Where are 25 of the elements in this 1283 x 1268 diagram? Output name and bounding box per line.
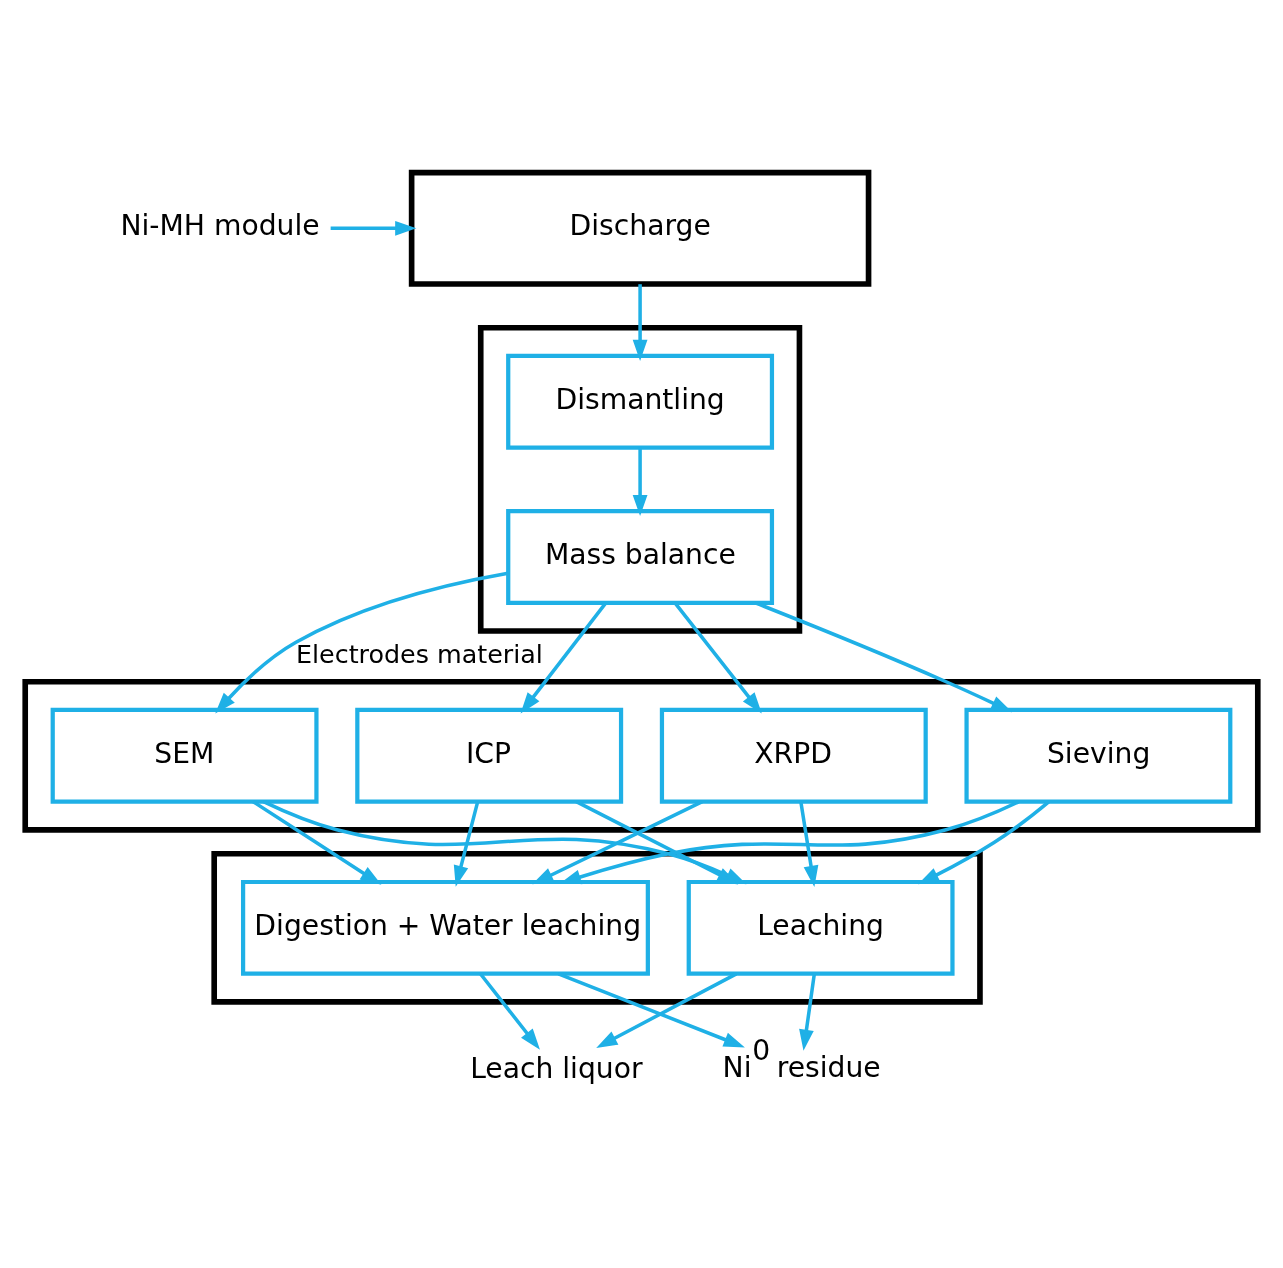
edge-label: Electrodes material [295,638,543,669]
arrow [799,973,817,1051]
node-box: Leaching [686,879,955,976]
node-box: Sieving [964,707,1233,804]
arrow [479,972,540,1050]
node-text: Leach liquor [470,1051,643,1085]
node-text: Ni-MH module [120,208,320,242]
node-box: Dismantling [506,353,775,450]
node-box: ICP [355,707,624,804]
arrow [754,600,1013,712]
arrow [596,971,738,1048]
node-box: Discharge [408,169,872,287]
cluster [211,850,983,1005]
node-box: Digestion + Water leaching [241,879,650,976]
cluster [22,678,1261,833]
arrow [330,220,417,236]
arrow [215,571,509,714]
arrow [799,800,819,887]
node-box: XRPD [659,707,928,804]
arrow [453,800,480,887]
cluster [477,324,803,634]
node-box: SEM [50,707,319,804]
arrow [632,283,648,361]
arrow [632,447,648,516]
node-box: Mass balance [506,508,775,605]
